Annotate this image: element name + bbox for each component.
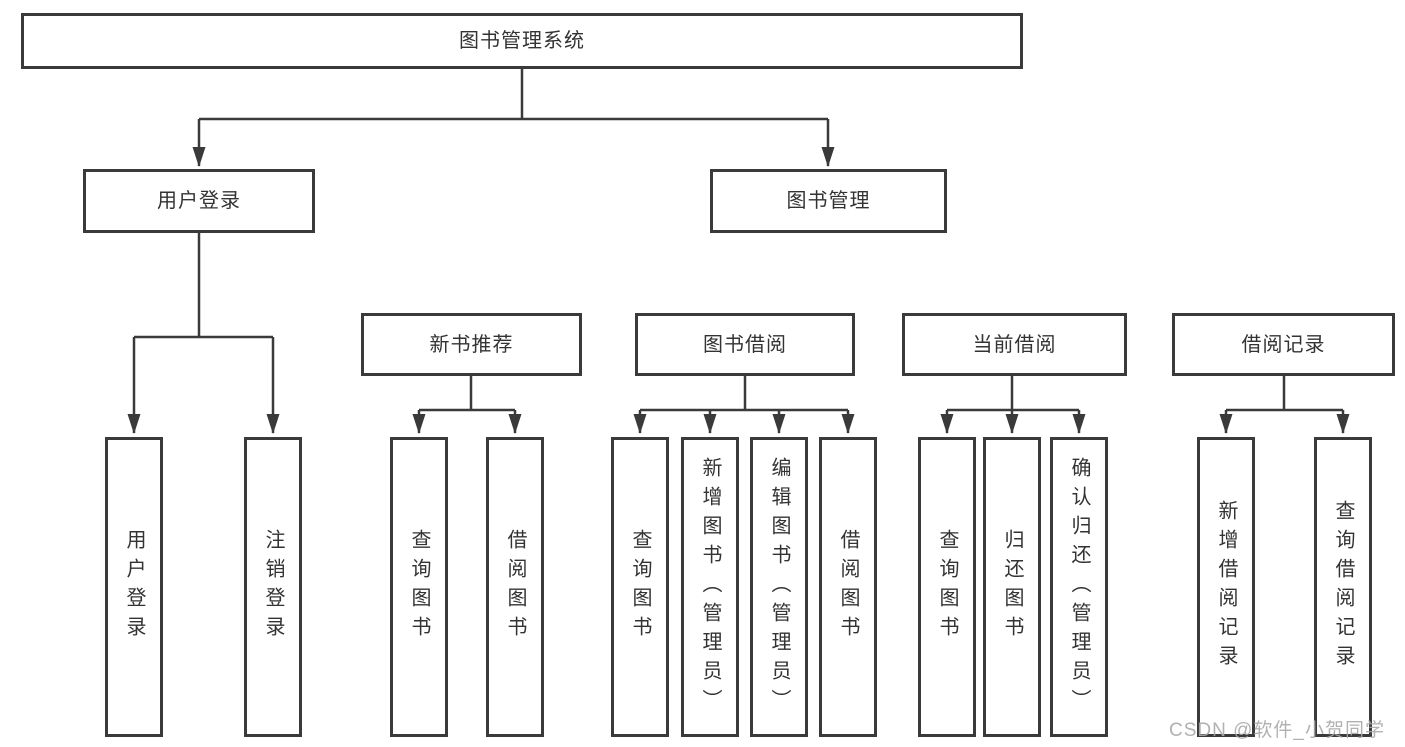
node-user-login: 用户登录 [83,169,315,233]
leaf-cb-confirm-return-admin-label: 确认归还（管理员） [1068,456,1090,718]
leaf-user-login-label: 用户登录 [123,529,145,645]
node-current-borrow: 当前借阅 [902,313,1127,376]
node-book-borrow: 图书借阅 [635,313,855,376]
leaf-logout-label: 注销登录 [262,529,284,645]
node-root-label: 图书管理系统 [459,30,585,52]
node-book-management: 图书管理 [710,169,947,233]
node-new-book-recommend: 新书推荐 [361,313,582,376]
leaf-bb-borrow-books: 借阅图书 [819,437,877,737]
node-borrow-records-label: 借阅记录 [1241,333,1326,356]
node-book-management-label: 图书管理 [786,190,871,212]
csdn-watermark: CSDN @软件_小贺同学 [1169,720,1385,741]
node-borrow-records: 借阅记录 [1172,313,1395,376]
leaf-bb-add-books-admin-label: 新增图书（管理员） [699,456,721,718]
leaf-br-add-record: 新增借阅记录 [1197,437,1255,737]
leaf-logout: 注销登录 [244,437,302,737]
leaf-cb-query-books-label: 查询图书 [936,529,958,645]
node-root: 图书管理系统 [21,13,1023,69]
leaf-cb-return-books-label: 归还图书 [1001,529,1023,645]
leaf-br-query-record-label: 查询借阅记录 [1332,500,1354,674]
leaf-bb-query-books-label: 查询图书 [629,529,651,645]
node-book-borrow-label: 图书借阅 [703,333,787,356]
leaf-cb-query-books: 查询图书 [918,437,976,737]
node-user-login-label: 用户登录 [157,190,241,212]
leaf-cb-return-books: 归还图书 [983,437,1041,737]
leaf-bb-edit-books-admin: 编辑图书（管理员） [750,437,808,737]
leaf-br-add-record-label: 新增借阅记录 [1215,500,1237,674]
leaf-bb-query-books: 查询图书 [611,437,669,737]
leaf-nbr-query-books: 查询图书 [390,437,448,737]
leaf-bb-edit-books-admin-label: 编辑图书（管理员） [768,456,790,718]
leaf-bb-add-books-admin: 新增图书（管理员） [681,437,739,737]
node-new-book-recommend-label: 新书推荐 [429,333,514,356]
leaf-br-query-record: 查询借阅记录 [1314,437,1372,737]
leaf-user-login: 用户登录 [105,437,163,737]
leaf-cb-confirm-return-admin: 确认归还（管理员） [1050,437,1108,737]
node-current-borrow-label: 当前借阅 [972,333,1057,356]
leaf-nbr-borrow-books-label: 借阅图书 [504,529,526,645]
leaf-bb-borrow-books-label: 借阅图书 [837,529,859,645]
leaf-nbr-query-books-label: 查询图书 [408,529,430,645]
leaf-nbr-borrow-books: 借阅图书 [486,437,544,737]
